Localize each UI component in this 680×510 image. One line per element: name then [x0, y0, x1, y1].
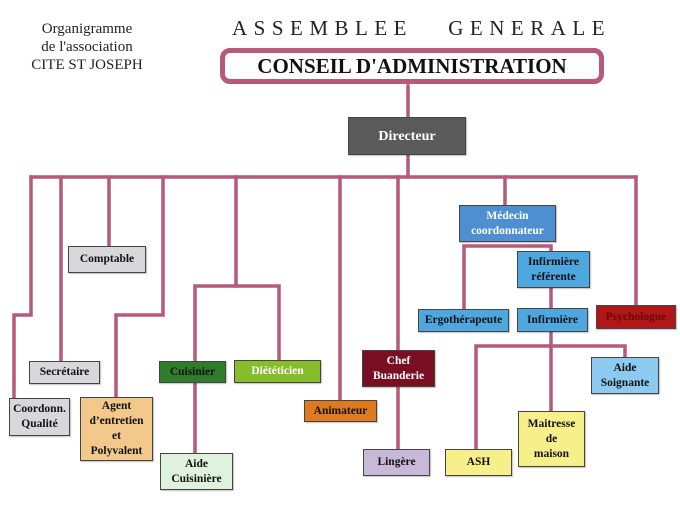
node-medecin[interactable]: Médecin coordonnateur	[459, 205, 556, 242]
node-chef-buanderie[interactable]: Chef Buanderie	[362, 350, 435, 387]
node-label: Ergothérapeute	[424, 314, 503, 326]
node-aide-cuisiniere[interactable]: Aide Cuisinière	[160, 453, 233, 490]
node-infirmiere[interactable]: Infirmière	[517, 308, 588, 332]
org-title-line-3: CITE ST JOSEPH	[31, 57, 143, 73]
node-agent-entretien[interactable]: Agent d’entretien et Polyvalent	[80, 397, 153, 461]
node-label: Coordonn. Qualité	[13, 403, 66, 430]
node-directeur[interactable]: Directeur	[348, 117, 466, 155]
node-label: Agent d’entretien et Polyvalent	[89, 400, 144, 457]
node-cuisinier[interactable]: Cuisinier	[159, 361, 226, 383]
node-label: Maitresse de maison	[527, 417, 576, 460]
connector-medecin-children	[462, 244, 553, 311]
node-label: Secrétaire	[39, 366, 90, 378]
node-label: Médecin coordonnateur	[471, 209, 544, 237]
node-ash[interactable]: ASH	[445, 449, 512, 476]
connector-agent-entretien	[114, 175, 165, 400]
node-comptable[interactable]: Comptable	[68, 246, 146, 273]
node-aide-soignante[interactable]: Aide Soignante	[591, 357, 659, 394]
node-label: Aide Cuisinière	[171, 457, 222, 485]
node-label: Infirmière référente	[528, 255, 579, 283]
org-title-line-1: Organigramme	[41, 21, 133, 37]
node-label: Psychologue	[605, 310, 667, 323]
node-label: Infirmière	[527, 313, 578, 326]
node-animateur[interactable]: Animateur	[304, 400, 377, 422]
org-title: Organigramme de l'association CITE ST JO…	[12, 20, 162, 74]
node-lingere[interactable]: Lingère	[363, 449, 430, 476]
node-maitresse-maison[interactable]: Maitresse de maison	[518, 411, 585, 467]
node-label: Aide Soignante	[600, 361, 650, 389]
board-label: CONSEIL D'ADMINISTRATION	[257, 53, 567, 78]
node-label: Lingère	[377, 456, 416, 468]
node-ergotherapeute[interactable]: Ergothérapeute	[418, 309, 509, 332]
node-label: Chef Buanderie	[372, 354, 425, 382]
node-label: Animateur	[313, 404, 368, 417]
node-label: Cuisinier	[169, 365, 216, 378]
connector-coord-qualite	[12, 175, 33, 402]
assembly-title: ASSEMBLEE GENERALE	[232, 16, 612, 40]
org-title-line-2: de l'association	[41, 39, 133, 55]
node-infirmiere-referente[interactable]: Infirmière référente	[517, 251, 590, 288]
connector-cuisine-bus	[193, 284, 281, 363]
node-coord-qualite[interactable]: Coordonn. Qualité	[9, 398, 70, 436]
node-label: Directeur	[378, 128, 436, 144]
node-label: ASH	[466, 456, 491, 468]
node-label: Diététicien	[251, 365, 304, 377]
node-psychologue[interactable]: Psychologue	[596, 305, 676, 329]
node-dieteticien[interactable]: Diététicien	[234, 360, 321, 383]
node-label: Comptable	[79, 253, 135, 265]
board-box[interactable]: CONSEIL D'ADMINISTRATION	[220, 48, 604, 84]
node-secretaire[interactable]: Secrétaire	[29, 361, 100, 384]
